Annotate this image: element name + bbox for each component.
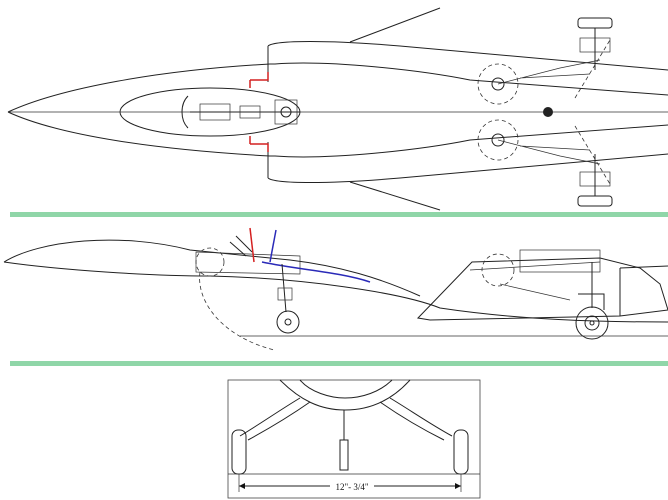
top-view xyxy=(7,7,668,211)
red-link xyxy=(249,227,255,263)
nose-gear-linkage xyxy=(190,99,300,125)
view-divider-1 xyxy=(10,212,668,217)
wing-lower xyxy=(267,142,668,211)
front-view: 12"- 3/4" xyxy=(227,379,481,499)
main-gear-lower-plan xyxy=(477,119,613,207)
pivot-point xyxy=(543,107,553,117)
left-strut xyxy=(239,397,311,441)
blue-link-strut xyxy=(269,229,277,263)
side-view xyxy=(3,227,668,351)
main-gear-side xyxy=(240,249,668,340)
blue-link-rod xyxy=(261,261,371,283)
intake-mark-upper xyxy=(249,72,269,88)
dimension-label: 12"- 3/4" xyxy=(335,482,368,492)
fuselage-side-outline xyxy=(3,239,668,323)
front-view-frame xyxy=(227,379,481,499)
intake-mark-lower xyxy=(249,136,269,152)
view-divider-2 xyxy=(10,361,668,366)
wing-upper xyxy=(267,7,668,82)
main-gear-upper-plan xyxy=(477,17,613,105)
fuselage-plan-outline xyxy=(7,62,668,158)
right-strut xyxy=(379,397,453,441)
nose-leg-front xyxy=(339,410,349,471)
nose-gear-side xyxy=(195,227,371,351)
nose-gear-bay xyxy=(181,95,189,129)
fuselage-front-outline xyxy=(279,379,411,411)
